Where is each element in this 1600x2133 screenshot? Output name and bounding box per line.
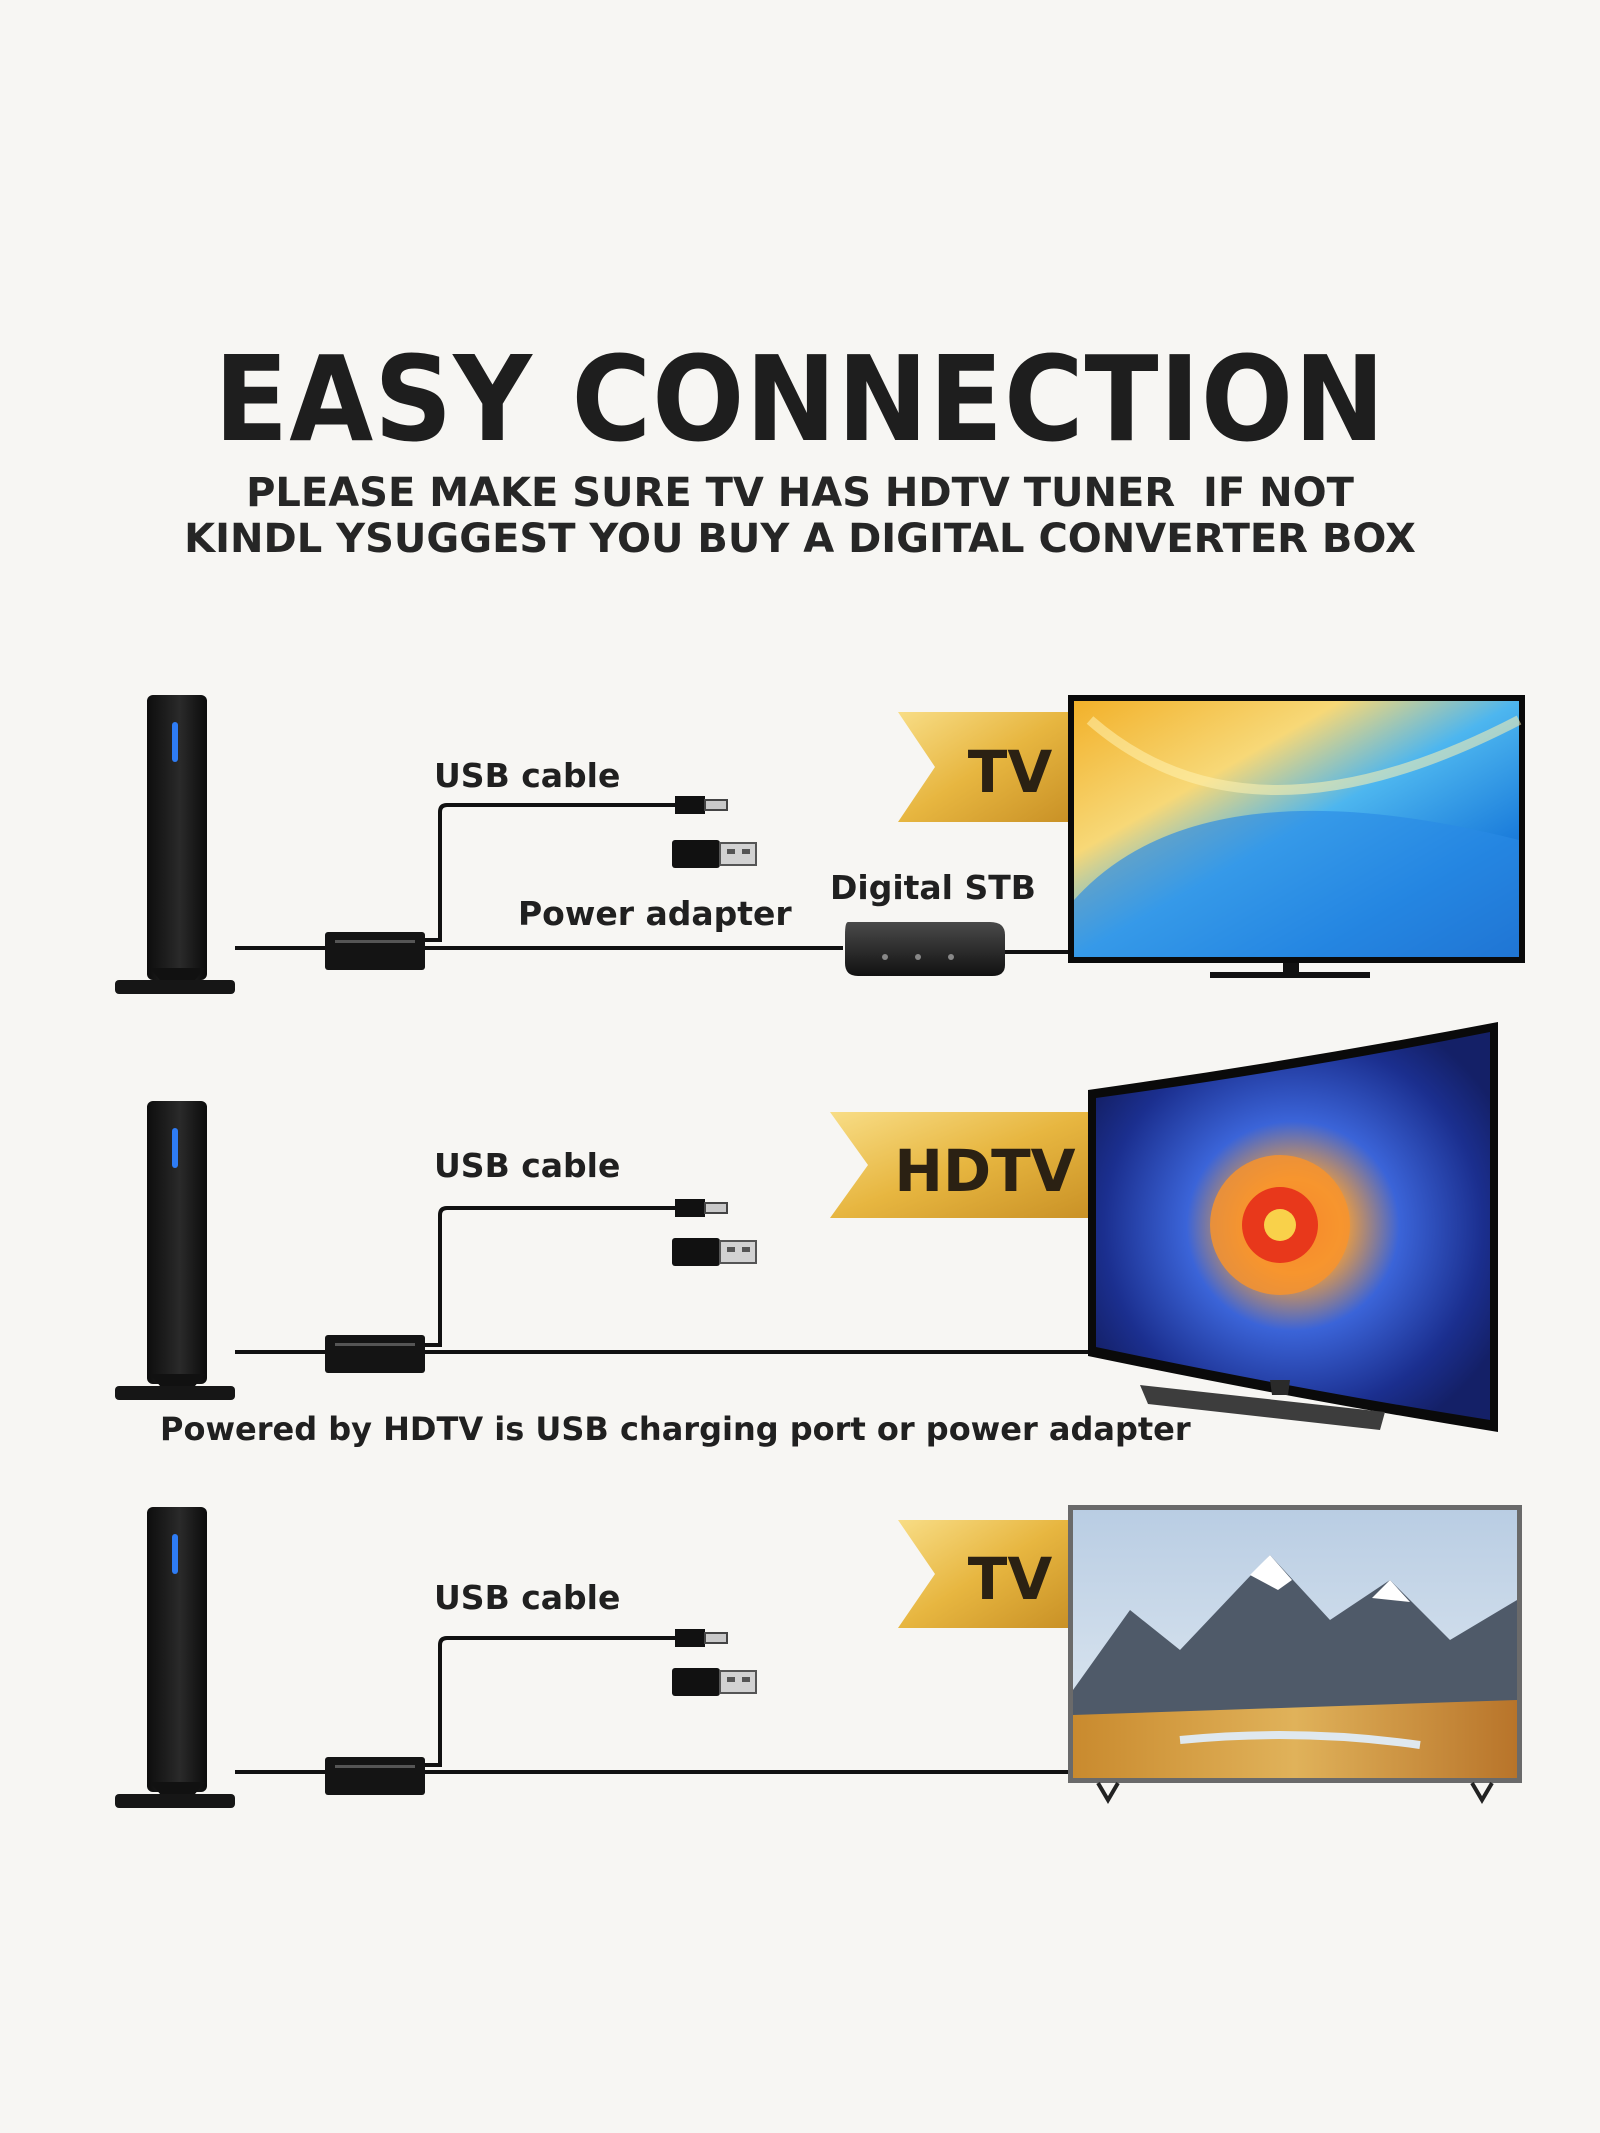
ribbon-label-hdtv: HDTV <box>894 1137 1076 1205</box>
usb-c-plug-icon <box>675 1629 728 1647</box>
usb-cable-label: USB cable <box>434 1578 621 1617</box>
curved-tv-icon <box>1088 1022 1498 1432</box>
row-2 <box>115 1022 1498 1432</box>
antenna-tower-icon <box>115 695 235 994</box>
power-footnote: Powered by HDTV is USB charging port or … <box>160 1410 1191 1448</box>
digital-stb-icon <box>845 922 1005 976</box>
page-subtitle: PLEASE MAKE SURE TV HAS HDTV TUNER IF NO… <box>0 470 1600 562</box>
antenna-tower-icon <box>115 1507 235 1808</box>
page-title: EASY CONNECTION <box>214 330 1386 468</box>
usb-c-plug-icon <box>675 1199 728 1217</box>
antenna-tower-icon <box>115 1101 235 1400</box>
usb-a-plug-icon <box>672 1668 757 1696</box>
power-adapter-label: Power adapter <box>518 894 792 933</box>
signal-amplifier-icon <box>325 932 425 970</box>
usb-cable-label: USB cable <box>434 1146 621 1185</box>
subtitle-line-2: KINDL YSUGGEST YOU BUY A DIGITAL CONVERT… <box>184 516 1416 562</box>
usb-c-plug-icon <box>675 796 728 814</box>
digital-stb-label: Digital STB <box>830 868 1036 907</box>
usb-a-plug-icon <box>672 1238 757 1266</box>
ribbon-tv-1 <box>898 712 1068 822</box>
ribbon-tv-3 <box>898 1520 1068 1628</box>
row-3 <box>115 1505 1522 1808</box>
flat-tv-icon <box>1068 695 1525 978</box>
row-1 <box>115 695 1525 994</box>
subtitle-line-1: PLEASE MAKE SURE TV HAS HDTV TUNER IF NO… <box>246 470 1354 516</box>
ribbon-label-tv-3: TV <box>967 1545 1053 1613</box>
flat-tv-legs-icon <box>1068 1505 1522 1804</box>
ribbon-label-tv-1: TV <box>967 738 1053 806</box>
signal-amplifier-icon <box>325 1335 425 1373</box>
ribbon-hdtv <box>830 1112 1092 1218</box>
usb-cable-label: USB cable <box>434 756 621 795</box>
usb-a-plug-icon <box>672 840 757 868</box>
signal-amplifier-icon <box>325 1757 425 1795</box>
